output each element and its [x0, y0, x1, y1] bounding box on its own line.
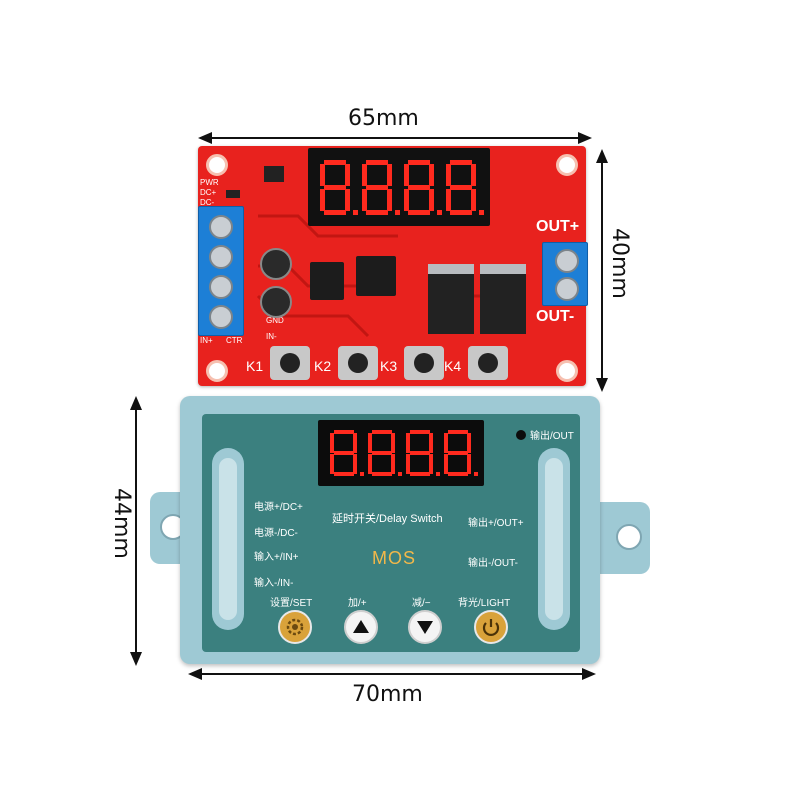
terminal-screw: [555, 249, 579, 273]
set-button-label: 设置/SET: [270, 598, 313, 609]
smd-diode: [226, 190, 240, 198]
silk-dc-plus: DC+: [200, 188, 217, 197]
key-k4-button[interactable]: [468, 346, 508, 380]
key-k4-label: K4: [444, 358, 462, 374]
terminal-screw: [209, 215, 233, 239]
arrow-down-icon: [417, 621, 433, 634]
ear-hole: [616, 524, 642, 550]
terminal-screw: [209, 275, 233, 299]
brand-label: MOS: [372, 548, 417, 568]
output-plus-label: 输出+/OUT+: [468, 518, 524, 529]
key-k3-button[interactable]: [404, 346, 444, 380]
terminal-screw: [209, 245, 233, 269]
output-led: [516, 430, 526, 440]
key-k3-label: K3: [380, 358, 398, 374]
regulator-chip: [264, 166, 284, 182]
output-minus-label: 输出-/OUT-: [468, 558, 518, 569]
light-button-label: 背光/LIGHT: [458, 598, 511, 609]
silk-pwr: PWR: [200, 178, 219, 187]
output-terminal-block: [542, 242, 588, 306]
case-display-digits: [330, 430, 478, 476]
input-terminal-block: [198, 206, 244, 336]
key-k2-label: K2: [314, 358, 332, 374]
power-minus-label: 电源-/DC-: [254, 528, 298, 539]
gear-icon: [286, 618, 304, 636]
silk-dc-minus: DC-: [200, 198, 215, 207]
case-ear-right: [590, 502, 650, 574]
light-button[interactable]: [474, 610, 508, 644]
key-k2-button[interactable]: [338, 346, 378, 380]
input-plus-label: 输入+/IN+: [254, 552, 299, 563]
delay-switch-label: 延时开关/Delay Switch: [332, 513, 443, 525]
relay-driver-chip: [310, 262, 344, 300]
key-k1-button[interactable]: [270, 346, 310, 380]
key-k1-label: K1: [246, 358, 264, 374]
input-minus-label: 输入-/IN-: [254, 578, 294, 589]
mounting-hole: [556, 360, 578, 382]
capacitor: [260, 286, 292, 318]
power-plus-label: 电源+/DC+: [254, 502, 303, 513]
pcb-width-label: 65mm: [348, 106, 419, 131]
left-wire-slot: [212, 448, 244, 630]
plus-button[interactable]: [344, 610, 378, 644]
minus-button[interactable]: [408, 610, 442, 644]
case-panel: 输出/OUT 电源+/DC+ 电源-/DC- 输入+/IN+ 输入-/IN- 延…: [202, 414, 580, 652]
mounting-hole: [206, 154, 228, 176]
terminal-screw: [209, 305, 233, 329]
case-display: [318, 420, 484, 486]
out-minus-label: OUT-: [536, 308, 575, 325]
plus-button-label: 加/+: [348, 598, 367, 609]
case-width-label: 70mm: [352, 682, 423, 707]
power-icon: [482, 619, 500, 636]
output-led-label: 输出/OUT: [530, 431, 574, 442]
mosfet: [428, 264, 474, 334]
pcb-display: [308, 148, 490, 226]
silk-ctr: CTR: [226, 336, 243, 345]
set-button[interactable]: [278, 610, 312, 644]
pcb-display-digits: [320, 160, 484, 215]
silk-in-minus: IN-: [266, 332, 277, 341]
mounting-hole: [206, 360, 228, 382]
mcu-chip: [356, 256, 396, 296]
silk-gnd: GND: [266, 316, 284, 325]
arrow-up-icon: [353, 620, 369, 633]
mosfet: [480, 264, 526, 334]
case-height-label: 44mm: [109, 488, 134, 559]
out-plus-label: OUT+: [536, 218, 580, 235]
capacitor: [260, 248, 292, 280]
minus-button-label: 减/−: [412, 598, 431, 609]
mounting-hole: [556, 154, 578, 176]
terminal-screw: [555, 277, 579, 301]
case-body: 输出/OUT 电源+/DC+ 电源-/DC- 输入+/IN+ 输入-/IN- 延…: [180, 396, 600, 664]
pcb-board: PWR DC+ DC- GND IN- IN+ CTR OUT+ OUT- K1…: [198, 146, 588, 386]
silk-in-plus: IN+: [200, 336, 213, 345]
right-wire-slot: [538, 448, 570, 630]
pcb-height-label: 40mm: [607, 228, 632, 299]
